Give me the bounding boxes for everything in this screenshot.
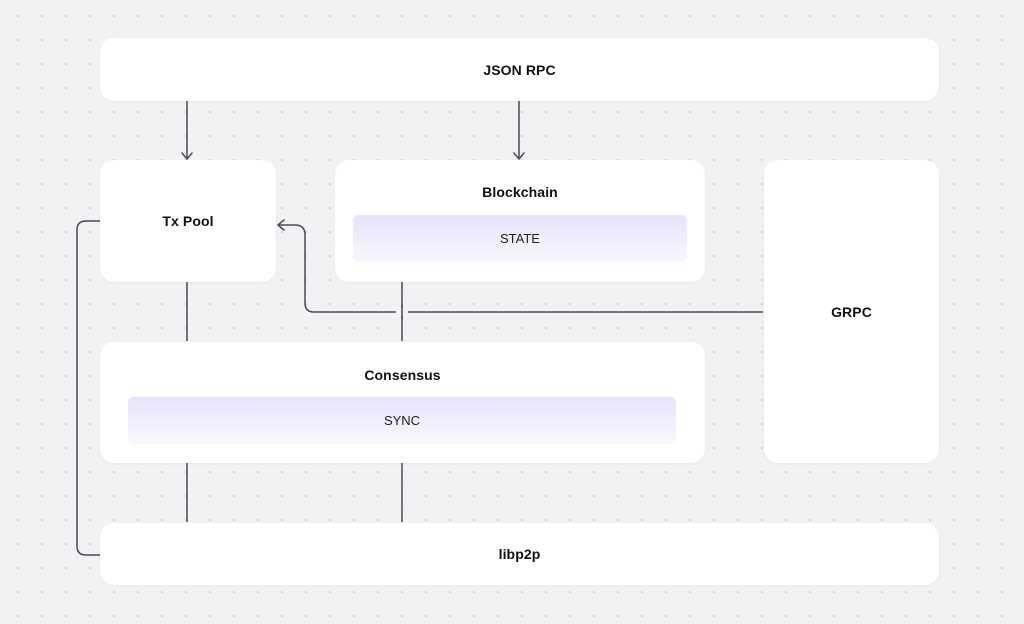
state-panel: STATE — [353, 215, 687, 262]
sync-panel: SYNC — [128, 397, 676, 444]
state-label: STATE — [500, 231, 540, 246]
blockchain-box: Blockchain STATE — [335, 160, 705, 282]
edge-grpc-to-txpool — [277, 219, 763, 313]
edge-txpool-to-libp2p — [76, 220, 100, 556]
grpc-label: GRPC — [831, 304, 872, 320]
json-rpc-box: JSON RPC — [100, 38, 939, 101]
tx-pool-label: Tx Pool — [162, 213, 214, 229]
consensus-box: Consensus SYNC — [100, 342, 705, 463]
grpc-box: GRPC — [764, 160, 939, 463]
blockchain-label: Blockchain — [482, 184, 558, 200]
tx-pool-box: Tx Pool — [100, 160, 276, 282]
libp2p-box: libp2p — [100, 523, 939, 585]
consensus-label: Consensus — [364, 367, 441, 383]
json-rpc-label: JSON RPC — [483, 62, 556, 78]
sync-label: SYNC — [383, 413, 421, 428]
libp2p-label: libp2p — [498, 546, 541, 562]
